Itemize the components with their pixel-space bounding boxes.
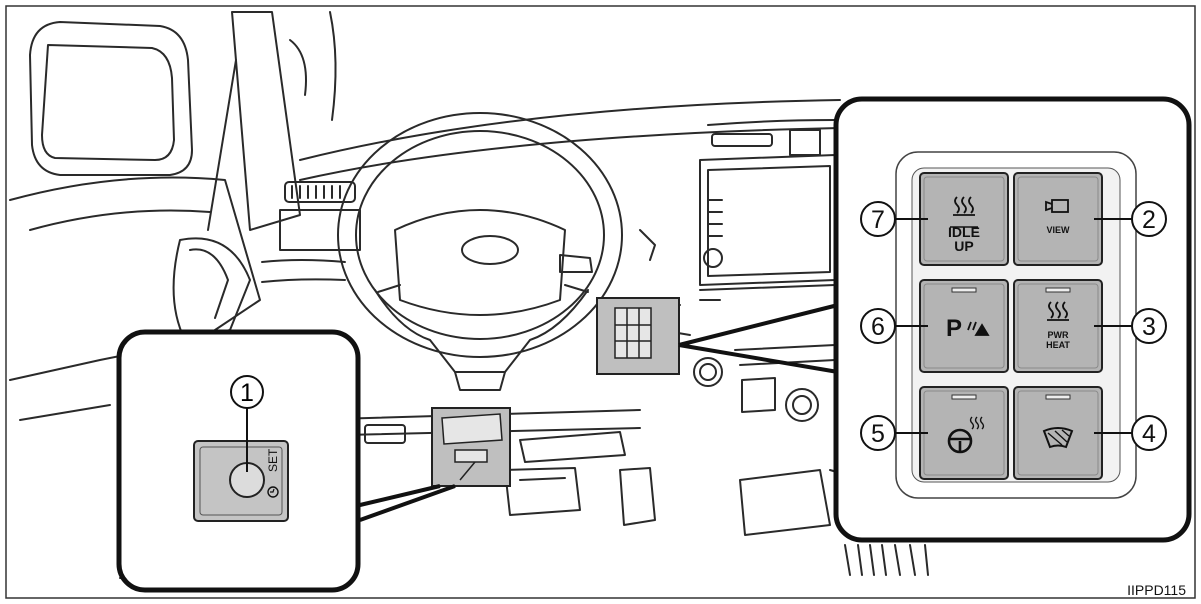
switch-label: IDLE: [948, 224, 980, 240]
callout-2-number: 2: [1142, 206, 1156, 234]
camera-icon: [1045, 199, 1069, 213]
figure-border: [5, 5, 1196, 599]
setting-switch-inset: 1 SET: [116, 329, 361, 593]
callout-4: [1131, 415, 1167, 451]
heat-waves-icon: [953, 196, 975, 216]
parking-sensor-icon: P: [946, 315, 990, 342]
parking-p-symbol: P: [946, 315, 962, 342]
callout-3: [1131, 308, 1167, 344]
panel-inset-leader: [678, 303, 839, 374]
callout-5: [860, 415, 896, 451]
indicator-light: [951, 287, 977, 293]
switch-location-highlight: [596, 297, 680, 375]
clock-set-icon: [267, 486, 279, 498]
callout-7-number: 7: [871, 206, 885, 234]
switch-label: VIEW: [1046, 225, 1070, 235]
callout-1-number: 1: [240, 379, 254, 407]
switch-inset-leader: [359, 484, 456, 522]
indicator-light: [1045, 394, 1071, 400]
steering-heater-icon: [947, 416, 985, 454]
set-label: SET: [266, 448, 280, 472]
callout-5-number: 5: [871, 420, 885, 448]
heat-waves-icon: [1047, 301, 1069, 321]
indicator-light: [1045, 287, 1071, 293]
panel-switch-6[interactable]: P: [919, 279, 1009, 373]
panel-switch-4[interactable]: [1013, 386, 1103, 480]
windshield-deicer-icon: [1042, 427, 1074, 449]
switch-label: PWR: [1048, 330, 1069, 340]
panel-switch-5[interactable]: [919, 386, 1009, 480]
setting-switch-location-highlight: [431, 407, 511, 487]
switch-label: UP: [954, 238, 973, 254]
callout-3-number: 3: [1142, 313, 1156, 341]
callout-1: [230, 375, 264, 409]
figure-code: IIPPD115: [1127, 582, 1186, 598]
panel-switch-2[interactable]: VIEW: [1013, 172, 1103, 266]
callout-6: [860, 308, 896, 344]
callout-2: [1131, 201, 1167, 237]
callout-6-number: 6: [871, 313, 885, 341]
callout-4-number: 4: [1142, 420, 1156, 448]
callout-7: [860, 201, 896, 237]
indicator-light: [951, 394, 977, 400]
dashboard-line-art: [9, 11, 929, 579]
switch-label: HEAT: [1046, 340, 1070, 350]
